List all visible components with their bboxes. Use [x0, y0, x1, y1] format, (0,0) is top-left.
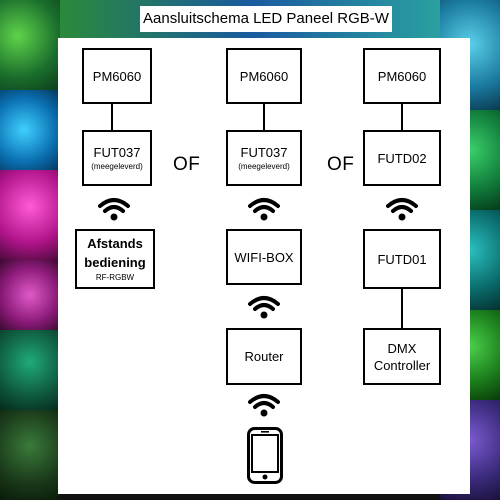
box-router: Router [226, 328, 302, 385]
box-label: Controller [373, 357, 431, 373]
panel-tile [0, 90, 60, 170]
box-pm6060-col1: PM6060 [82, 48, 152, 104]
connector-line [111, 104, 113, 130]
box-pm6060-col2: PM6060 [226, 48, 302, 104]
box-dmx-controller: DMX Controller [363, 328, 441, 385]
box-label: FUT037 [93, 144, 141, 160]
diagram-title: Aansluitschema LED Paneel RGB-W [140, 6, 392, 32]
connector-line [263, 104, 265, 130]
box-futd02: FUTD02 [363, 130, 441, 186]
box-sublabel: (meegeleverd) [238, 161, 290, 171]
box-label: WIFI-BOX [234, 249, 294, 265]
panel-tile [0, 260, 60, 330]
of-separator: OF [173, 154, 201, 175]
box-sublabel: RF-RGBW [95, 273, 135, 282]
box-futd01: FUTD01 [363, 229, 441, 289]
panel-tile [0, 410, 60, 500]
box-label: FUT037 [240, 144, 288, 160]
box-label: FUTD01 [377, 251, 427, 267]
wifi-icon [386, 198, 418, 221]
box-label: PM6060 [377, 68, 427, 84]
box-label: DMX [387, 340, 417, 356]
box-sublabel: (meegeleverd) [91, 161, 143, 171]
wifi-icon [248, 394, 280, 417]
box-label: Afstands [87, 236, 143, 251]
box-fut037-col1: FUT037 (meegeleverd) [82, 130, 152, 186]
box-wifi-box: WIFI-BOX [226, 229, 302, 285]
box-remote-col1: Afstands bediening RF-RGBW [75, 229, 155, 289]
box-label: bediening [84, 255, 146, 270]
box-label: FUTD02 [377, 150, 427, 166]
panel-tile [0, 330, 60, 410]
connector-line [401, 289, 403, 328]
panel-tile [0, 0, 60, 90]
box-label: PM6060 [92, 68, 142, 84]
wifi-icon [248, 198, 280, 221]
of-separator: OF [327, 154, 355, 175]
box-fut037-col2: FUT037 (meegeleverd) [226, 130, 302, 186]
box-label: PM6060 [239, 68, 289, 84]
panel-tile [0, 170, 60, 260]
box-label: Router [244, 349, 284, 364]
wifi-icon [248, 296, 280, 319]
smartphone-icon [247, 427, 283, 484]
wifi-icon [98, 198, 130, 221]
box-pm6060-col3: PM6060 [363, 48, 441, 104]
connector-line [401, 104, 403, 130]
